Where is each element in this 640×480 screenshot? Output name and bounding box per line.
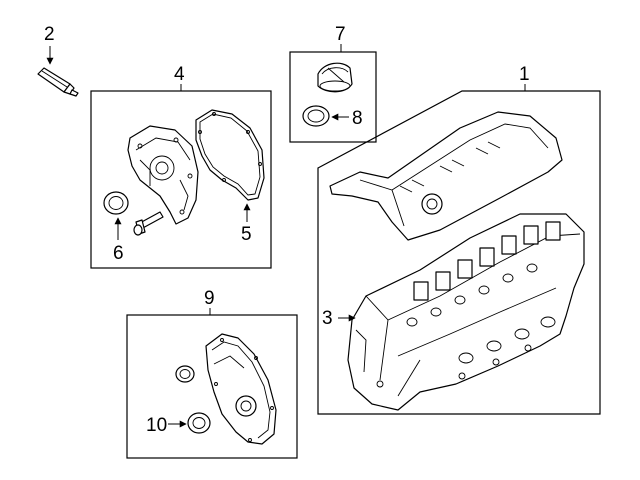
valve-cover-drawing: [329, 111, 563, 241]
rear-cover-box: [126, 314, 298, 459]
timing-cover-group: 4 5: [90, 64, 272, 269]
callout-3: 3: [322, 308, 333, 329]
ports: [376, 263, 556, 388]
timing-cover-box: [90, 90, 272, 269]
filler-cap-group: 7 8: [289, 24, 377, 143]
cylinder-head-group: 1: [317, 64, 601, 415]
callout-4: 4: [174, 64, 185, 85]
callout-7: 7: [335, 24, 346, 45]
callout-5: 5: [241, 224, 252, 245]
callout-2: 2: [44, 24, 55, 45]
callout-8: 8: [352, 108, 363, 129]
rear-cover-group: 9 10: [126, 288, 298, 459]
cam-towers: [413, 221, 561, 301]
cap-seal-drawing: [302, 105, 330, 127]
cover-bolt-drawing: [133, 211, 164, 236]
callout-9: 9: [204, 288, 215, 309]
filler-cap-drawing: [317, 62, 353, 93]
rear-seal-drawing: [187, 412, 211, 434]
sealant-tube-drawing: [37, 67, 79, 97]
small-seal-drawing: [175, 365, 195, 383]
cylinder-head-drawing: [347, 213, 585, 411]
front-cover-drawing: [127, 125, 199, 225]
sealant-tube-group: 2: [37, 24, 79, 97]
filler-cap-box: [289, 51, 377, 143]
front-seal-drawing: [103, 191, 129, 215]
callout-6: 6: [113, 243, 124, 264]
cylinder-head-box: [317, 90, 601, 415]
callout-10: 10: [146, 415, 167, 436]
callout-1: 1: [519, 64, 530, 85]
rear-cover-drawing: [205, 333, 277, 445]
cover-gasket-drawing: [195, 109, 265, 201]
